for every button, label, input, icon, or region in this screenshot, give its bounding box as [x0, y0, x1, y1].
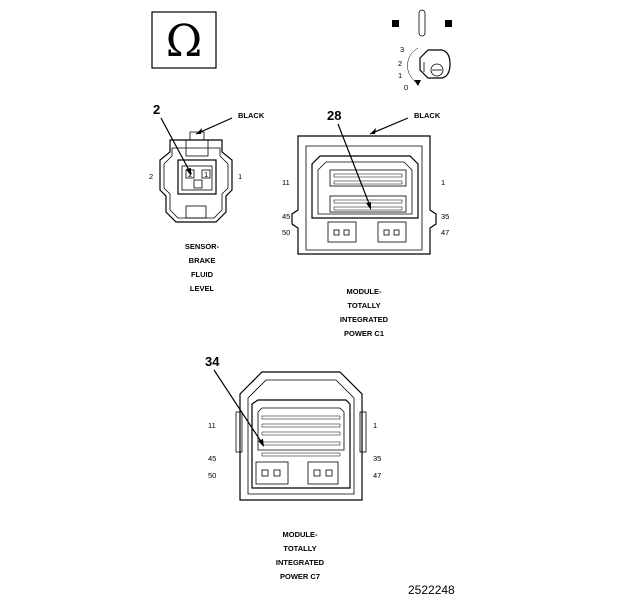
c1-pin-47: 47 — [441, 228, 449, 237]
c7-name-line-4: POWER C7 — [280, 572, 320, 581]
sensor-name-line-1: SENSOR- — [185, 242, 220, 251]
sensor-pin-left: 2 — [149, 172, 153, 181]
sensor-connector: 2 1 — [159, 131, 233, 223]
c7-name-line-1: MODULE- — [283, 530, 318, 539]
c1-connector — [291, 135, 437, 255]
sensor-callout: 2 — [153, 102, 160, 117]
c1-pin-row-1 — [333, 173, 403, 185]
c7-pin-row-1 — [261, 415, 341, 436]
c1-pin-35: 35 — [441, 212, 449, 221]
sensor-pin-right: 1 — [238, 172, 242, 181]
c1-color-label: BLACK — [414, 111, 441, 120]
c7-callout-arrow — [213, 369, 263, 444]
c7-pin-50: 50 — [208, 471, 216, 480]
ignition-pos-2: 2 — [398, 59, 402, 68]
c7-pin-row-2 — [261, 441, 341, 457]
c7-pin-45: 45 — [208, 454, 216, 463]
c1-pin-50: 50 — [282, 228, 290, 237]
c7-pin-1: 1 — [373, 421, 377, 430]
c7-callout: 34 — [205, 354, 220, 369]
c7-name-line-2: TOTALLY — [283, 544, 316, 553]
ohmmeter-icon: Ω — [151, 11, 217, 69]
c1-name-line-4: POWER C1 — [344, 329, 384, 338]
c7-pin-11: 11 — [208, 421, 216, 430]
ohm-symbol: Ω — [166, 16, 202, 67]
test-probe-icon — [392, 9, 452, 37]
c7-name-line-3: INTEGRATED — [276, 558, 325, 567]
ignition-pos-1: 1 — [398, 71, 402, 80]
c7-connector — [235, 371, 367, 501]
sensor-name-line-3: FLUID — [191, 270, 214, 279]
c1-callout-arrow — [337, 123, 371, 207]
c1-name-line-3: INTEGRATED — [340, 315, 389, 324]
ignition-pos-0: 0 — [404, 83, 408, 92]
c1-name-line-2: TOTALLY — [347, 301, 380, 310]
svg-text:1: 1 — [204, 170, 208, 179]
c7-pin-35: 35 — [373, 454, 381, 463]
ignition-key-icon: 3 2 1 0 — [398, 45, 451, 92]
sensor-name-line-4: LEVEL — [190, 284, 215, 293]
sensor-callout-arrow — [160, 117, 191, 173]
c7-pin-47: 47 — [373, 471, 381, 480]
c1-name-line-1: MODULE- — [347, 287, 382, 296]
c1-callout: 28 — [327, 108, 341, 123]
c1-pin-45: 45 — [282, 212, 290, 221]
ignition-pos-3: 3 — [400, 45, 404, 54]
sensor-color-label: BLACK — [238, 111, 265, 120]
sensor-name-line-2: BRAKE — [189, 256, 216, 265]
c1-pin-11: 11 — [282, 178, 290, 187]
c1-pin-1: 1 — [441, 178, 445, 187]
figure-number: 2522248 — [408, 583, 455, 597]
